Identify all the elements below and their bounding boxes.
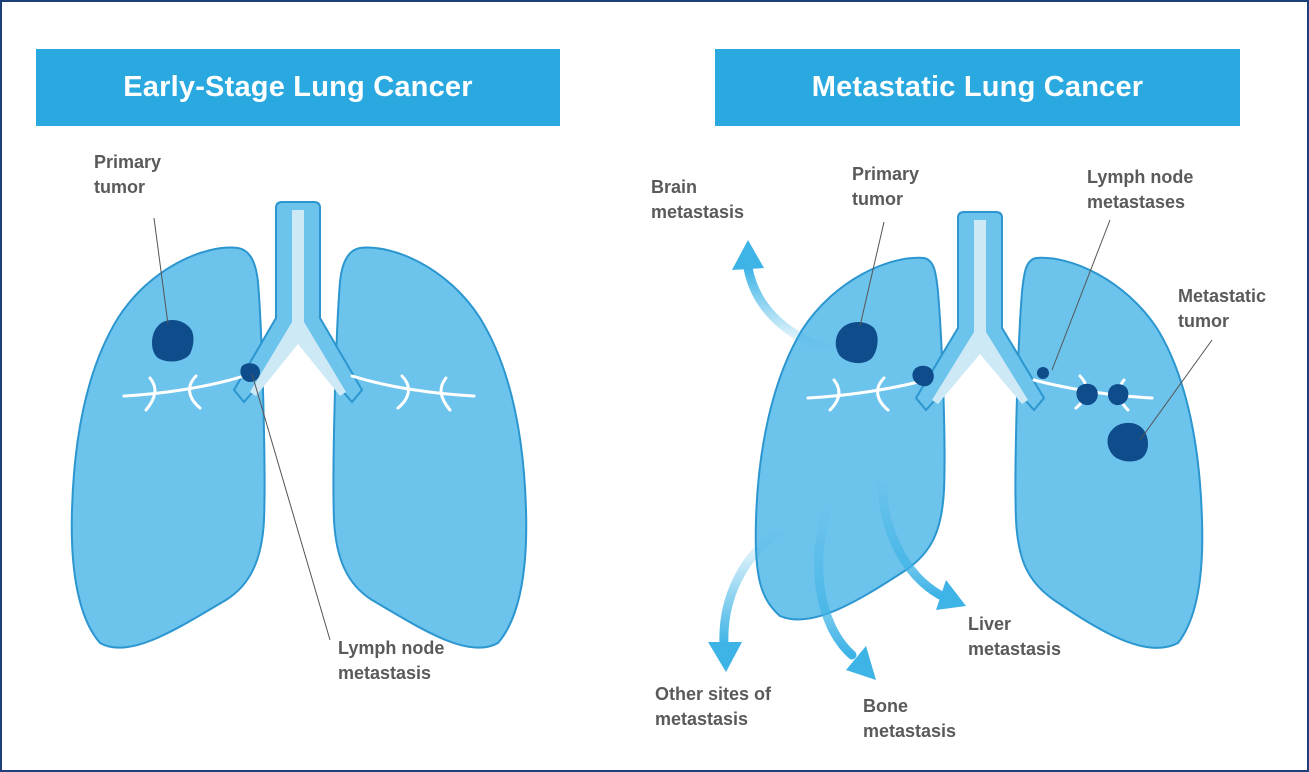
- metastatic-primary-tumor: [836, 322, 878, 363]
- early-right-lung: [333, 248, 526, 648]
- metastatic-tumor-mark: [1108, 423, 1149, 462]
- metastatic-left-lung: [756, 258, 945, 620]
- liver-metastasis-label: Liver metastasis: [968, 612, 1061, 662]
- lymph-node-metastases-label: Lymph node metastases: [1087, 165, 1193, 215]
- metastatic-lungs: [708, 212, 1212, 680]
- early-stage-lungs: [72, 202, 527, 648]
- metastatic-primary-tumor-label: Primary tumor: [852, 162, 919, 212]
- early-left-lung: [72, 248, 265, 648]
- brain-metastasis-label: Brain metastasis: [651, 175, 744, 225]
- metastatic-right-lung: [1015, 258, 1202, 648]
- early-lymph-node-metastasis-label: Lymph node metastasis: [338, 636, 444, 686]
- other-sites-metastasis-label: Other sites of metastasis: [655, 682, 771, 732]
- early-trachea-highlight: [250, 210, 346, 396]
- metastatic-lymph-node-small: [1037, 367, 1049, 379]
- bone-metastasis-label: Bone metastasis: [863, 694, 956, 744]
- early-primary-tumor: [152, 320, 194, 361]
- early-primary-tumor-label: Primary tumor: [94, 150, 161, 200]
- metastatic-tumor-label: Metastatic tumor: [1178, 284, 1266, 334]
